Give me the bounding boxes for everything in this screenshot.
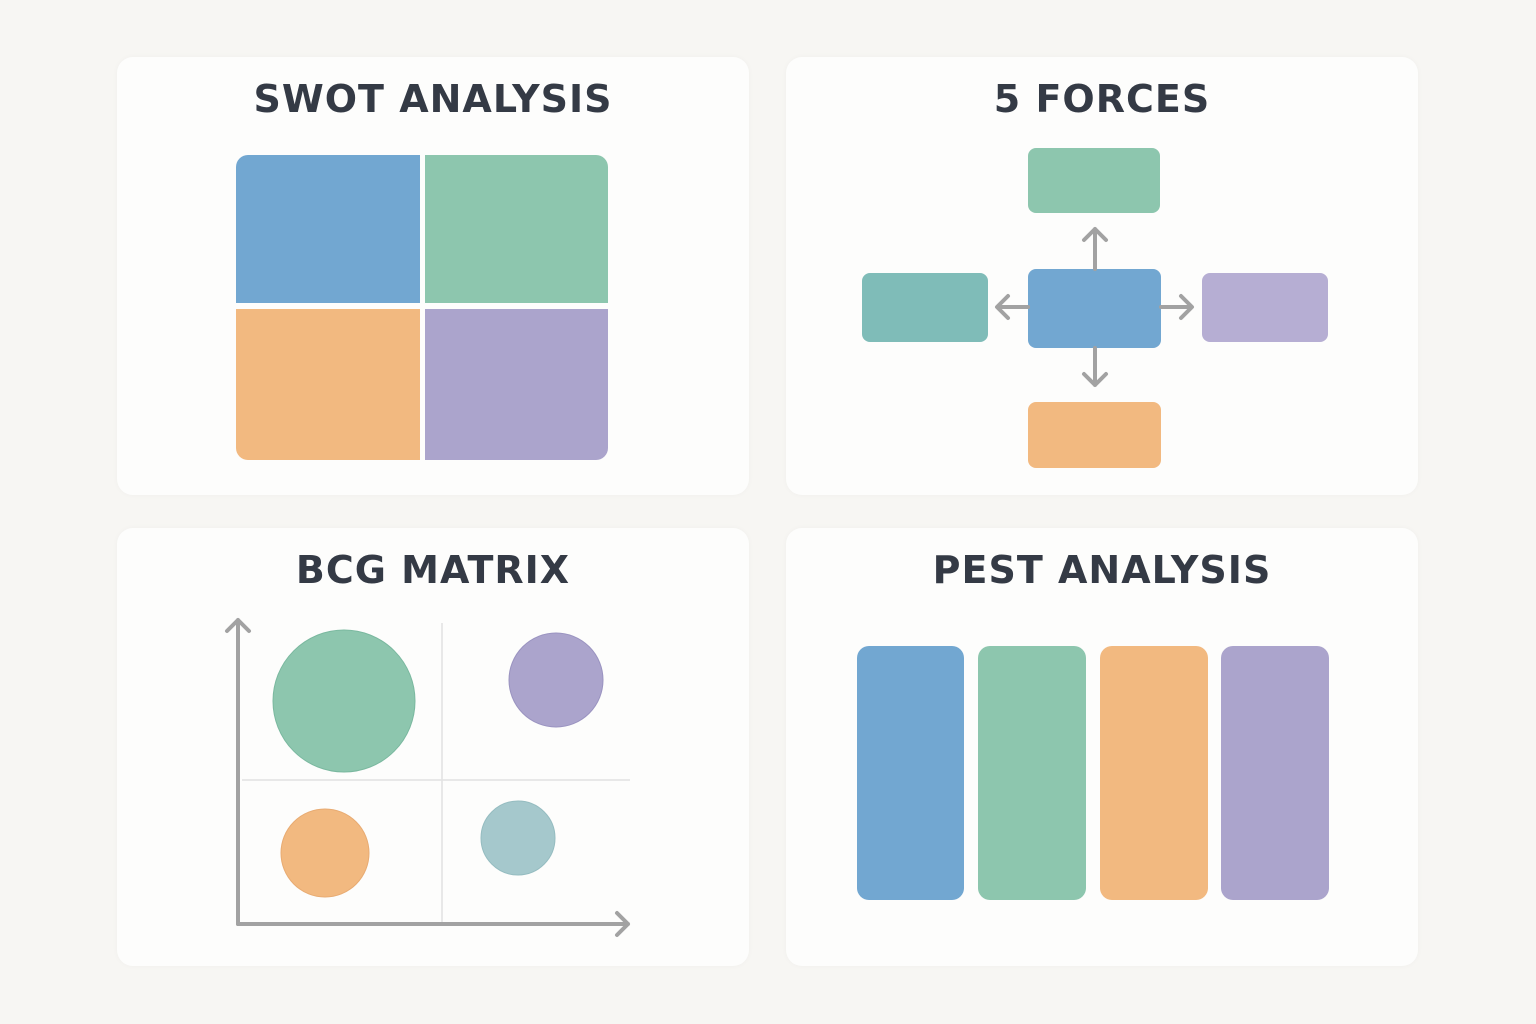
- y-axis-arrow-icon: [225, 618, 251, 926]
- swot-title: SWOT ANALYSIS: [253, 77, 613, 121]
- arrow-right-icon: [1159, 294, 1194, 320]
- force-box-bottom: [1028, 402, 1161, 468]
- swot-weaknesses-quadrant: [425, 155, 608, 303]
- force-box-right: [1202, 273, 1328, 342]
- pest-economic-column: [978, 646, 1086, 900]
- x-axis-arrow-icon: [236, 911, 630, 937]
- bcg-card: BCG MATRIX: [117, 528, 749, 966]
- swot-strengths-quadrant: [236, 155, 420, 303]
- arrow-left-icon: [995, 294, 1030, 320]
- five-forces-card: 5 FORCES: [786, 57, 1418, 495]
- bcg-title: BCG MATRIX: [295, 548, 571, 592]
- pest-card: PEST ANALYSIS: [786, 528, 1418, 966]
- bcg-question-bubble: [508, 632, 604, 728]
- pest-title: PEST ANALYSIS: [932, 548, 1272, 592]
- force-box-top: [1028, 148, 1160, 213]
- swot-opportunities-quadrant: [236, 309, 420, 460]
- force-box-center: [1028, 269, 1161, 348]
- swot-card: SWOT ANALYSIS: [117, 57, 749, 495]
- arrow-down-icon: [1082, 346, 1108, 387]
- bcg-cow-bubble: [280, 808, 370, 898]
- force-box-left: [862, 273, 988, 342]
- pest-political-column: [857, 646, 964, 900]
- pest-technological-column: [1221, 646, 1329, 900]
- arrow-up-icon: [1082, 227, 1108, 271]
- pest-social-column: [1100, 646, 1208, 900]
- five-forces-title: 5 FORCES: [993, 77, 1211, 121]
- bcg-dog-bubble: [480, 800, 556, 876]
- force-arrows: [995, 227, 1194, 387]
- bcg-star-bubble: [272, 629, 416, 773]
- bcg-chart: [225, 618, 630, 937]
- swot-threats-quadrant: [425, 309, 608, 460]
